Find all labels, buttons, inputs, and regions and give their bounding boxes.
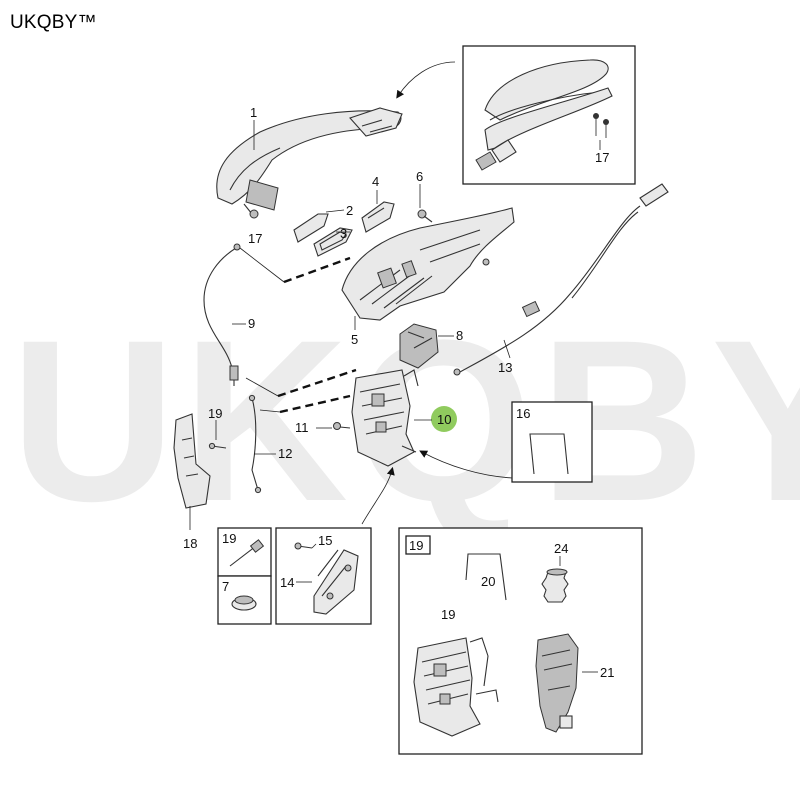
part-1-outer-handle (216, 107, 403, 211)
part-18-bracket (173, 413, 211, 509)
callout-8: 8 (456, 328, 463, 343)
callout-6: 6 (416, 169, 423, 184)
callout-2: 2 (346, 203, 353, 218)
detail-box-19 (217, 527, 272, 577)
highlight-marker-10 (431, 406, 457, 432)
callout-19b: 19 (222, 531, 236, 546)
callout-14: 14 (280, 575, 294, 590)
callout-1: 1 (250, 105, 257, 120)
callout-11: 11 (295, 420, 309, 435)
arrow-to-latch (419, 450, 513, 479)
part-19-rivet (208, 442, 227, 450)
part-21-latch (413, 637, 499, 737)
callout-4: 4 (372, 174, 379, 189)
callout-9: 9 (248, 316, 255, 331)
callout-20: 19 (409, 538, 423, 553)
part-9-cable (203, 243, 241, 386)
arrow-to-latch-lower (361, 466, 395, 525)
part-2-gasket (293, 213, 329, 243)
part-22-clip (465, 553, 507, 601)
part-11-screw (333, 422, 351, 430)
callout-5: 5 (351, 332, 358, 347)
callout-16: 16 (516, 406, 530, 421)
part-24-grommet (541, 568, 569, 603)
callout-13: 13 (498, 360, 512, 375)
brand-text: UKQBY™ (10, 12, 97, 33)
callout-21: 19 (441, 607, 455, 622)
part-3-gasket (313, 227, 353, 257)
detail-box-16 (511, 401, 593, 483)
arrow-to-handle (396, 61, 456, 99)
callout-23: 21 (600, 665, 614, 680)
callout-19a: 19 (208, 406, 222, 421)
callout-12: 12 (278, 446, 292, 461)
callout-24: 24 (554, 541, 568, 556)
callout-22: 20 (481, 574, 495, 589)
part-8-cover (399, 323, 439, 369)
part-4-cover (361, 201, 395, 233)
detail-box-14-15 (275, 527, 372, 625)
callout-17b: 17 (248, 231, 262, 246)
part-5-handle-bracket (341, 207, 515, 321)
part-10-door-latch (351, 369, 419, 467)
callout-7: 7 (222, 579, 229, 594)
part-17-screw (243, 203, 259, 219)
callout-17a: 17 (595, 150, 609, 165)
callout-10: 10 (437, 412, 451, 427)
callout-15: 15 (318, 533, 332, 548)
part-6-screw (417, 209, 433, 223)
detail-box-handle (462, 45, 636, 185)
callout-3: 3 (340, 226, 347, 241)
part-13-rod-cable (453, 183, 669, 376)
part-23-actuator (535, 633, 579, 733)
detail-box-7 (217, 575, 272, 625)
callout-18: 18 (183, 536, 197, 551)
part-12-rod (248, 394, 262, 494)
